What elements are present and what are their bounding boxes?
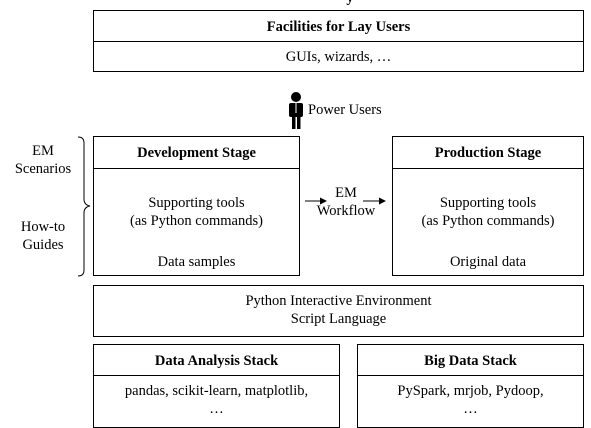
power-users-label: Power Users <box>308 102 382 118</box>
facilities-box <box>93 10 584 72</box>
data-analysis-stack-title: Data Analysis Stack <box>154 353 279 369</box>
development-data: Data samples <box>157 254 236 270</box>
production-stage-title: Production Stage <box>434 145 542 161</box>
development-stage-title: Development Stage <box>137 145 256 161</box>
big-data-stack-body: PySpark, mrjob, Pydoop,… <box>397 383 544 417</box>
production-data: Original data <box>449 254 527 270</box>
big-data-stack-title: Big Data Stack <box>424 353 517 369</box>
facilities-title: Facilities for Lay Users <box>266 19 411 35</box>
development-stage-box <box>93 136 300 276</box>
python-environment-box <box>93 285 584 337</box>
data-analysis-stack-box <box>93 344 340 428</box>
production-tools: Supporting tools(as Python commands) <box>421 195 555 229</box>
development-tools: Supporting tools(as Python commands) <box>130 195 263 229</box>
facilities-body: GUIs, wizards, … <box>285 49 392 65</box>
production-stage-box <box>392 136 584 276</box>
top-title-fragment: y <box>330 0 370 7</box>
data-analysis-stack-body: pandas, scikit-learn, matplotlib,… <box>124 383 309 417</box>
big-data-stack-box <box>357 344 584 428</box>
